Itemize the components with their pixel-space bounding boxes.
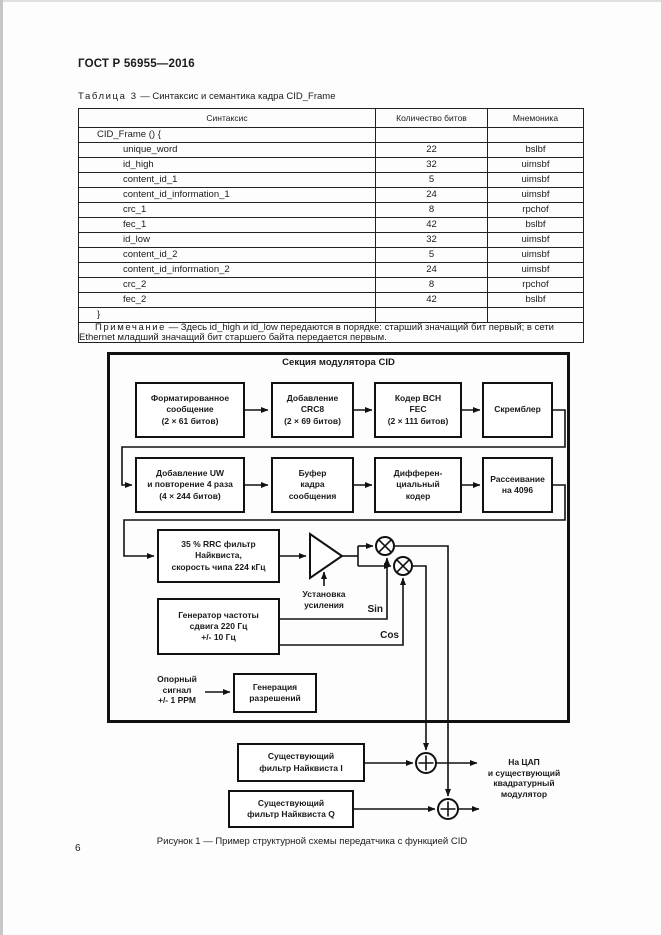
syntax-cell: unique_word bbox=[78, 142, 376, 158]
table-title-label: Таблица 3 bbox=[78, 91, 138, 102]
bits-cell: 8 bbox=[375, 277, 488, 293]
mnemonic-cell: bslbf bbox=[487, 217, 584, 233]
syntax-cell: crc_1 bbox=[78, 202, 376, 218]
syntax-cell: content_id_1 bbox=[78, 172, 376, 188]
figure-caption: Рисунок 1 — Пример структурной схемы пер… bbox=[156, 836, 468, 847]
gain-setting-label: Установка усиления bbox=[302, 589, 346, 610]
table-title-text: — Синтаксис и семантика кадра CID_Frame bbox=[140, 91, 336, 102]
mnemonic-cell: uimsbf bbox=[487, 172, 584, 188]
note-text: — Здесь id_high и id_low передаются в по… bbox=[79, 322, 554, 343]
mnemonic-cell: bslbf bbox=[487, 142, 584, 158]
cos-label: Cos bbox=[380, 630, 399, 641]
box-enable-generation: Генерация разрешений bbox=[233, 673, 317, 713]
mnemonic-cell bbox=[487, 127, 584, 143]
bits-cell: 5 bbox=[375, 172, 488, 188]
sin-label: Sin bbox=[367, 604, 383, 615]
syntax-cell: CID_Frame () { bbox=[78, 127, 376, 143]
syntax-cell: content_id_information_2 bbox=[78, 262, 376, 278]
syntax-table: Синтаксис Количество битов Мнемоника CID… bbox=[78, 108, 584, 343]
document-header: ГОСТ Р 56955—2016 bbox=[78, 58, 195, 70]
mnemonic-cell: uimsbf bbox=[487, 262, 584, 278]
mnemonic-cell bbox=[487, 307, 584, 323]
table-header-row: Синтаксис Количество битов Мнемоника bbox=[78, 108, 584, 128]
table-note-row: Примечание — Здесь id_high и id_low пере… bbox=[78, 322, 584, 343]
bits-cell: 22 bbox=[375, 142, 488, 158]
box-rrc-filter: 35 % RRC фильтр Найквиста, скорость чипа… bbox=[157, 529, 280, 583]
bits-cell: 42 bbox=[375, 292, 488, 308]
box-uw-repeat: Добавление UW и повторение 4 раза (4 × 2… bbox=[135, 457, 245, 513]
syntax-cell: content_id_2 bbox=[78, 247, 376, 263]
bits-cell bbox=[375, 127, 488, 143]
bits-cell: 24 bbox=[375, 187, 488, 203]
syntax-cell: fec_1 bbox=[78, 217, 376, 233]
box-crc8: Добавление CRC8 (2 × 69 битов) bbox=[271, 382, 354, 438]
output-label: На ЦАП и существующий квадратурный модул… bbox=[487, 757, 561, 799]
adder-i-icon bbox=[415, 752, 437, 774]
syntax-cell: id_low bbox=[78, 232, 376, 248]
column-header-mnemonic: Мнемоника bbox=[487, 108, 584, 128]
box-formatted-message: Форматированное сообщение (2 × 61 битов) bbox=[135, 382, 245, 438]
bits-cell: 8 bbox=[375, 202, 488, 218]
syntax-cell: content_id_information_1 bbox=[78, 187, 376, 203]
table-row: } bbox=[78, 307, 584, 323]
box-frame-buffer: Буфер кадра сообщения bbox=[271, 457, 354, 513]
bits-cell: 42 bbox=[375, 217, 488, 233]
syntax-cell: } bbox=[78, 307, 376, 323]
table-row: CID_Frame () { bbox=[78, 127, 584, 143]
mnemonic-cell: bslbf bbox=[487, 292, 584, 308]
mnemonic-cell: uimsbf bbox=[487, 157, 584, 173]
adder-q-icon bbox=[437, 798, 459, 820]
syntax-cell: crc_2 bbox=[78, 277, 376, 293]
table-note: Примечание — Здесь id_high и id_low пере… bbox=[78, 322, 584, 343]
bits-cell: 24 bbox=[375, 262, 488, 278]
table-title: Таблица 3 — Синтаксис и семантика кадра … bbox=[78, 91, 335, 102]
syntax-cell: id_high bbox=[78, 157, 376, 173]
note-label: Примечание bbox=[95, 322, 166, 333]
box-nyquist-filter-q: Существующий фильтр Найквиста Q bbox=[228, 790, 354, 828]
box-shift-generator: Генератор частоты сдвига 220 Гц +/- 10 Г… bbox=[157, 598, 280, 655]
box-nyquist-filter-i: Существующий фильтр Найквиста I bbox=[237, 743, 365, 782]
box-differential-encoder: Дифферен- циальный кодер bbox=[374, 457, 462, 513]
mnemonic-cell: rpchof bbox=[487, 202, 584, 218]
mnemonic-cell: uimsbf bbox=[487, 232, 584, 248]
column-header-bits: Количество битов bbox=[375, 108, 488, 128]
box-spreading: Рассеивание на 4096 bbox=[482, 457, 553, 513]
modulator-section-title: Секция модулятора CID bbox=[282, 357, 395, 368]
page-number: 6 bbox=[75, 843, 81, 854]
box-scrambler: Скремблер bbox=[482, 382, 553, 438]
bits-cell: 5 bbox=[375, 247, 488, 263]
mnemonic-cell: uimsbf bbox=[487, 187, 584, 203]
mnemonic-cell: rpchof bbox=[487, 277, 584, 293]
syntax-cell: fec_2 bbox=[78, 292, 376, 308]
bits-cell bbox=[375, 307, 488, 323]
mnemonic-cell: uimsbf bbox=[487, 247, 584, 263]
bits-cell: 32 bbox=[375, 157, 488, 173]
bits-cell: 32 bbox=[375, 232, 488, 248]
reference-signal-label: Опорный сигнал +/- 1 PPM bbox=[157, 674, 197, 706]
column-header-syntax: Синтаксис bbox=[78, 108, 376, 128]
box-bch-fec: Кодер BCH FEC (2 × 111 битов) bbox=[374, 382, 462, 438]
